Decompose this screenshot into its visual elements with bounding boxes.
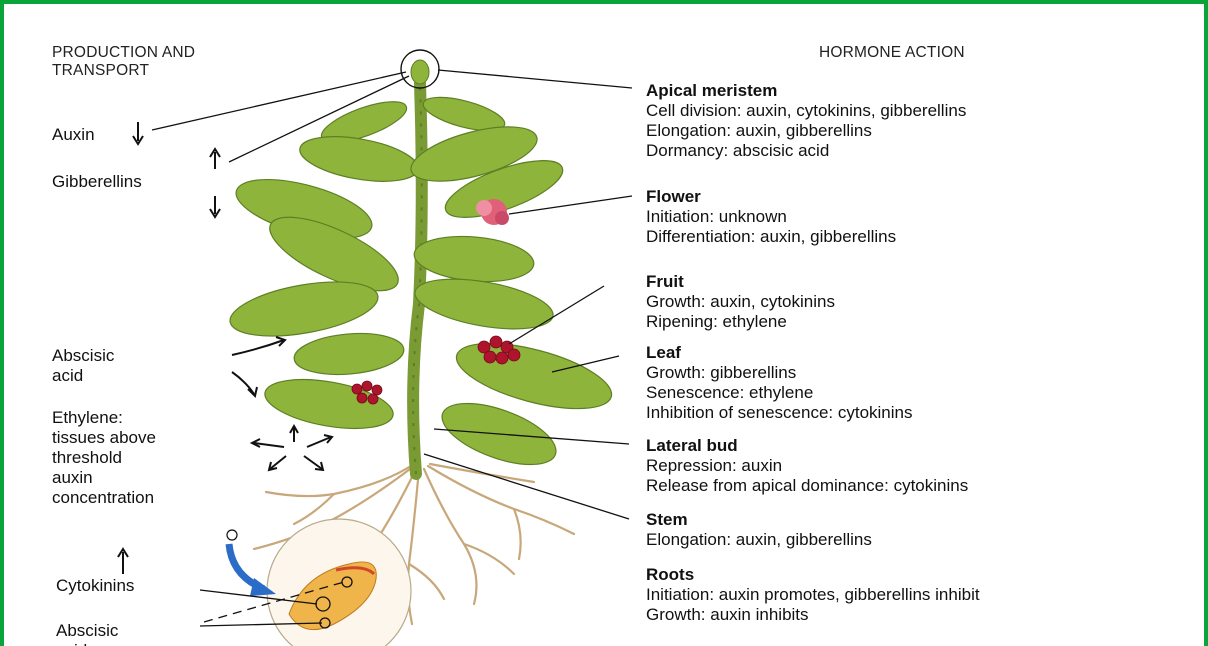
label-abscisic-line-2: acid [52,366,114,386]
label-ethylene-line-2: tissues above [52,428,156,448]
action-title: Lateral bud [646,436,968,456]
action-line: Initiation: auxin promotes, gibberellins… [646,585,980,605]
plant-illustration [4,4,1208,646]
action-leaf: Leaf Growth: gibberellins Senescence: et… [646,343,913,423]
action-title: Flower [646,187,896,207]
label-ethylene: Ethylene: tissues above threshold auxin … [52,408,156,508]
label-ethylene-line-4: auxin [52,468,156,488]
action-title: Stem [646,510,872,530]
action-line: Inhibition of senescence: cytokinins [646,403,913,423]
action-title: Fruit [646,272,835,292]
label-abscisic-acid: Abscisic acid [52,346,114,386]
action-flower: Flower Initiation: unknown Differentiati… [646,187,896,247]
label-gibberellins: Gibberellins [52,172,142,192]
label-auxin: Auxin [52,125,95,145]
action-line: Repression: auxin [646,456,968,476]
stem-graphic [413,84,422,474]
action-line: Growth: auxin inhibits [646,605,980,625]
action-line: Growth: gibberellins [646,363,913,383]
apical-bud-graphic [411,60,429,84]
action-line: Growth: auxin, cytokinins [646,292,835,312]
action-line: Ripening: ethylene [646,312,835,332]
label-abscisic-root-line-1: Abscisic [56,621,118,641]
action-line: Senescence: ethylene [646,383,913,403]
action-title: Apical meristem [646,81,966,101]
action-roots: Roots Initiation: auxin promotes, gibber… [646,565,980,625]
action-line: Elongation: auxin, gibberellins [646,121,966,141]
action-apical-meristem: Apical meristem Cell division: auxin, cy… [646,81,966,161]
label-ethylene-line-1: Ethylene: [52,408,156,428]
action-line: Cell division: auxin, cytokinins, gibber… [646,101,966,121]
label-ethylene-line-3: threshold [52,448,156,468]
label-abscisic-root: Abscisic acid [56,621,118,646]
action-line: Elongation: auxin, gibberellins [646,530,872,550]
action-line: Dormancy: abscisic acid [646,141,966,161]
label-cytokinins: Cytokinins [56,576,134,596]
action-line: Release from apical dominance: cytokinin… [646,476,968,496]
action-title: Roots [646,565,980,585]
label-abscisic-line-1: Abscisic [52,346,114,366]
action-line: Differentiation: auxin, gibberellins [646,227,896,247]
action-fruit: Fruit Growth: auxin, cytokinins Ripening… [646,272,835,332]
action-line: Initiation: unknown [646,207,896,227]
action-title: Leaf [646,343,913,363]
action-stem: Stem Elongation: auxin, gibberellins [646,510,872,550]
action-lateral-bud: Lateral bud Repression: auxin Release fr… [646,436,968,496]
label-abscisic-root-line-2: acid [56,641,118,646]
seed-inset-graphic [227,519,411,646]
label-ethylene-line-5: concentration [52,488,156,508]
